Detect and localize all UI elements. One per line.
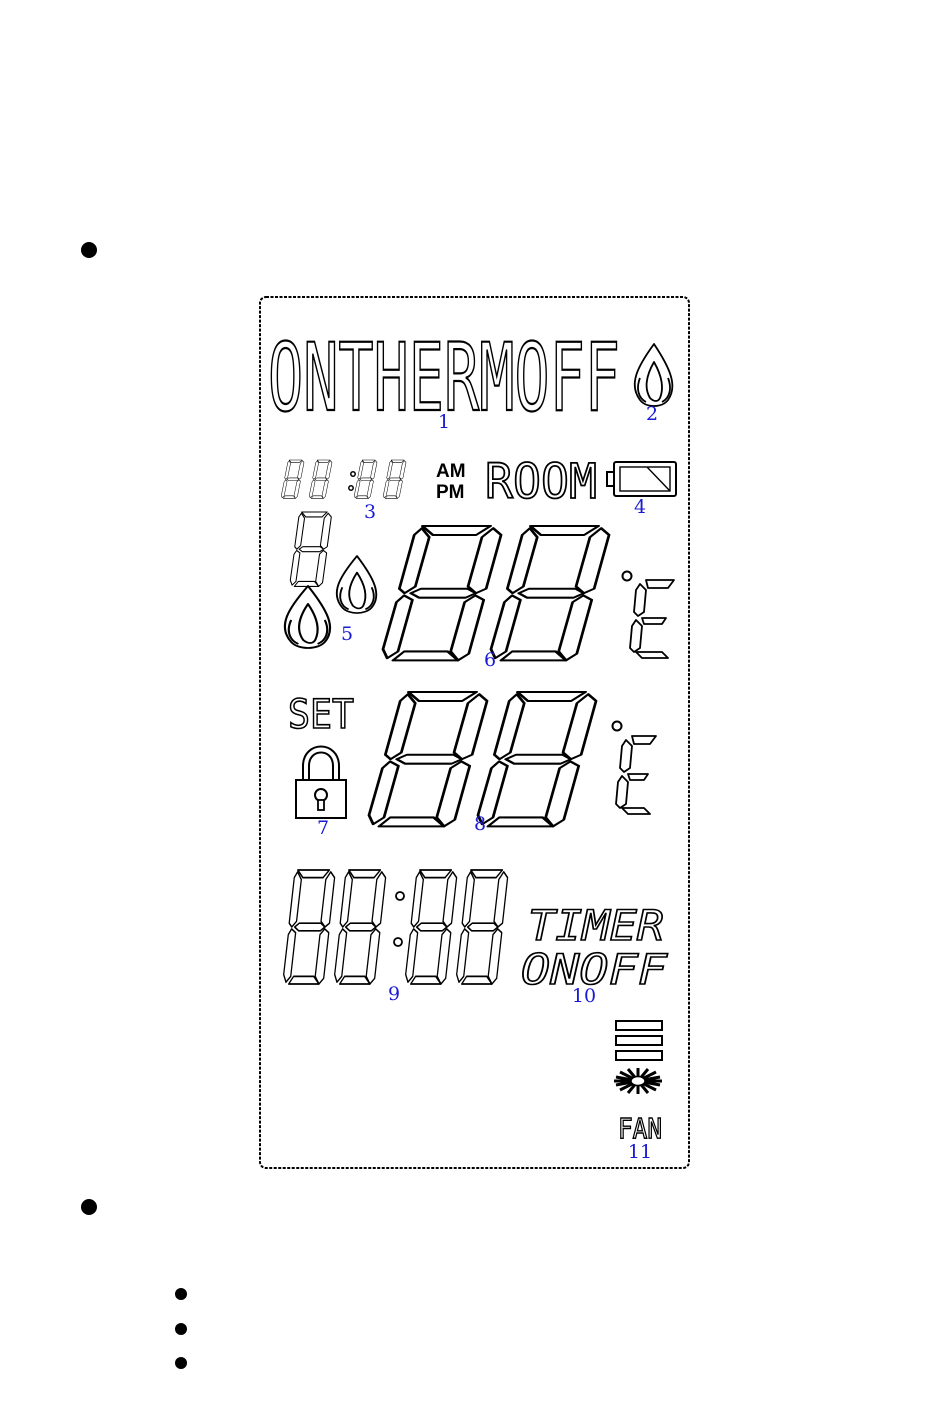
- battery-icon: [607, 462, 676, 496]
- am-label: AM: [436, 461, 466, 482]
- callout-6: 6: [484, 649, 496, 671]
- callout-8: 8: [474, 813, 486, 835]
- callout-5: 5: [341, 623, 353, 645]
- callout-7: 7: [317, 817, 329, 839]
- callout-3: 3: [364, 501, 376, 523]
- fan-icon: [614, 1068, 662, 1094]
- timer-label: TIMER: [528, 901, 664, 950]
- callout-1: 1: [438, 411, 450, 433]
- room-label: ROOM: [485, 454, 597, 510]
- callout-11: 11: [628, 1141, 652, 1163]
- fan-speed-bars-icon: [616, 1021, 662, 1060]
- degree-symbol-room: [623, 572, 632, 581]
- callout-10: 10: [572, 985, 596, 1007]
- degree-symbol-set: [613, 722, 622, 731]
- callout-9: 9: [388, 983, 400, 1005]
- callout-2: 2: [646, 403, 658, 425]
- pm-label: PM: [436, 482, 465, 503]
- callout-4: 4: [634, 496, 646, 518]
- set-label: SET: [288, 692, 354, 738]
